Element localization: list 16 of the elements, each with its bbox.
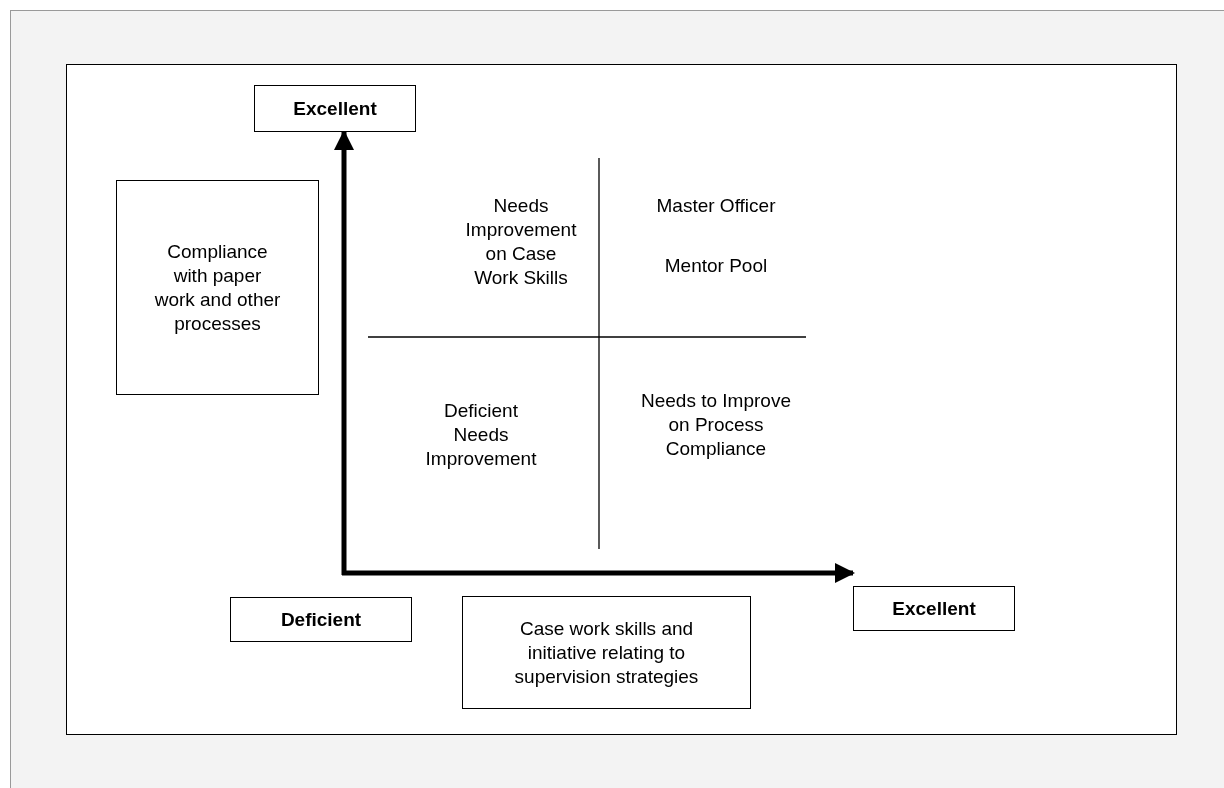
- text-box: [254, 85, 416, 132]
- quadrant-label: Needs Improvement on Case Work Skills: [464, 194, 578, 290]
- text-box: [230, 597, 412, 642]
- box-label: Compliance with paper work and other processes: [153, 239, 282, 336]
- quadrant-label: Deficient Needs Improvement: [424, 399, 538, 471]
- quadrant-label: Mentor Pool: [663, 254, 769, 278]
- arrow: [342, 563, 855, 583]
- box-label: Deficient: [280, 607, 362, 632]
- quadrant-label: Needs to Improve on Process Compliance: [640, 389, 792, 461]
- text-box: [853, 586, 1015, 631]
- quadrant-label: Master Officer: [655, 194, 777, 218]
- text-box: [116, 180, 319, 395]
- box-label: Excellent: [293, 96, 377, 121]
- box-label: Case work skills and initiative relating to supervision strategies: [513, 616, 700, 689]
- text-box: [462, 596, 751, 709]
- box-label: Excellent: [892, 596, 976, 621]
